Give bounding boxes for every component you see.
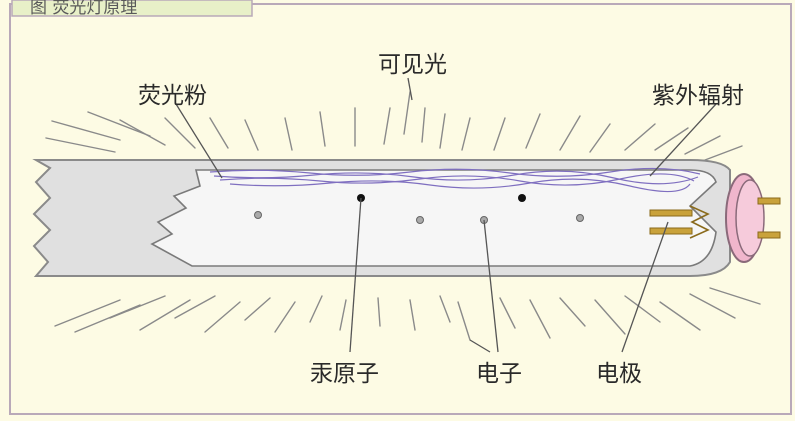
- electron: [254, 211, 262, 219]
- electron: [416, 216, 424, 224]
- label-visible-light: 可见光: [378, 52, 447, 78]
- label-electrode: 电极: [596, 361, 642, 387]
- label-uv-radiation: 紫外辐射: [652, 83, 744, 109]
- caption-box: [11, 0, 253, 17]
- electrode-assembly: [649, 205, 710, 239]
- lamp-end-cap: [725, 173, 781, 263]
- electron: [576, 214, 584, 222]
- label-mercury-atom: 汞原子: [310, 361, 379, 387]
- figure-caption: 图 荧光灯原理: [30, 0, 137, 18]
- phosphor-coating: [209, 167, 701, 193]
- leader-lines: [175, 77, 717, 353]
- figure-frame: [9, 3, 792, 415]
- label-electron: 电子: [476, 361, 522, 387]
- light-rays: [45, 91, 761, 341]
- label-phosphor: 荧光粉: [138, 83, 207, 109]
- particles: [254, 194, 584, 224]
- tube-cutaway-interior: [150, 169, 717, 267]
- mercury-atom: [518, 194, 526, 202]
